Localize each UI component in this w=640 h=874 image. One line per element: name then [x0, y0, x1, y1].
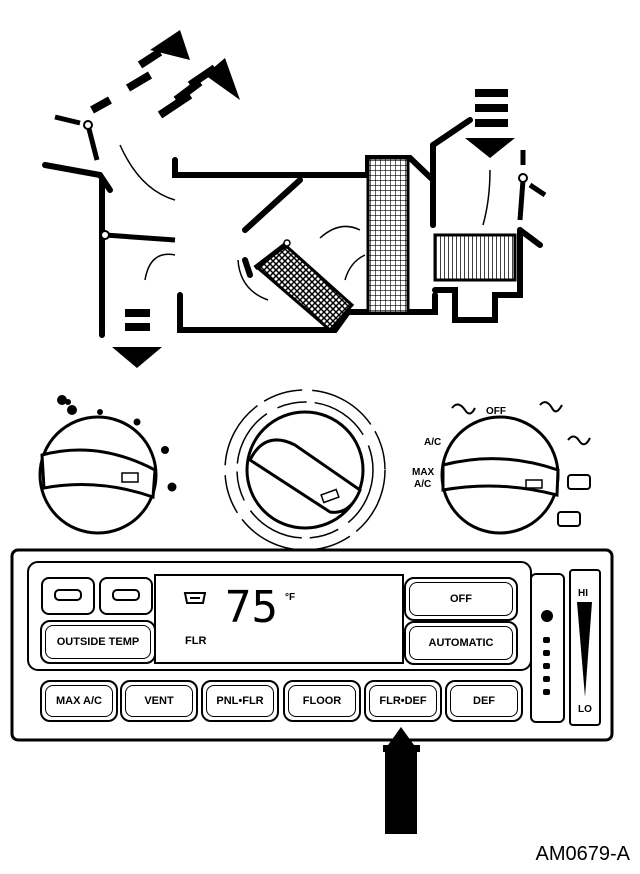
evaporator-core	[366, 156, 410, 315]
fan-speed-knob[interactable]	[38, 415, 158, 535]
mode-label-max-ac-line2: A/C	[414, 479, 431, 490]
temp-slider-wedge	[577, 602, 592, 697]
display-temperature: 75	[225, 582, 278, 633]
max-ac-button[interactable]: MAX A/C	[40, 680, 118, 722]
panel-floor-button-label: PNL•FLR	[216, 695, 264, 707]
vent-button-label: VENT	[144, 695, 174, 707]
duct-outline	[42, 117, 543, 338]
display-mode: FLR	[185, 635, 206, 647]
mode-label-off: OFF	[486, 406, 506, 417]
floor-defrost-button-label: FLR•DEF	[379, 695, 427, 707]
windshield-defrost-icon	[183, 592, 207, 604]
floor-defrost-button[interactable]: FLR•DEF	[364, 680, 442, 722]
defrost-button-label: DEF	[473, 695, 495, 707]
mode-knob[interactable]	[440, 415, 560, 535]
floor-button[interactable]: FLOOR	[283, 680, 361, 722]
airflow-arrow-intake	[475, 89, 508, 127]
figure-id: AM0679-A	[535, 843, 631, 865]
outside-temp-button-label: OUTSIDE TEMP	[56, 636, 140, 648]
automatic-button[interactable]: AUTOMATIC	[404, 621, 518, 665]
off-button-label: OFF	[450, 593, 472, 605]
floor-arrowhead	[112, 347, 162, 368]
intake-arrowhead	[465, 138, 515, 158]
mode-doors	[54, 114, 547, 243]
slider-label-hi: HI	[578, 588, 588, 599]
mode-icons	[451, 401, 591, 527]
floor-button-label: FLOOR	[302, 695, 342, 707]
upper-arrowhead-2	[205, 58, 240, 100]
slider-label-lo: LO	[578, 704, 592, 715]
fan-speed-dot-3	[161, 446, 169, 454]
mode-label-max-ac: MAX	[412, 467, 435, 478]
airflow-arrow-upper	[90, 48, 218, 119]
panel-floor-button[interactable]: PNL•FLR	[201, 680, 279, 722]
fan-speed-dot-4	[167, 482, 177, 492]
fan-icon	[57, 395, 77, 415]
fan-slider-dots	[541, 610, 553, 695]
upper-arrowhead-1	[150, 30, 190, 60]
thin-flow-arrows	[119, 144, 491, 301]
fan-speed-dot-1	[97, 409, 103, 415]
blower-wheel	[433, 233, 517, 282]
max-ac-button-label: MAX A/C	[55, 695, 103, 707]
vent-button[interactable]: VENT	[120, 680, 198, 722]
automatic-button-label: AUTOMATIC	[428, 637, 494, 649]
fan-speed-dot-2	[133, 418, 141, 426]
outside-temp-button[interactable]: OUTSIDE TEMP	[40, 620, 156, 664]
temperature-knob[interactable]	[224, 389, 386, 551]
off-button[interactable]: OFF	[404, 577, 518, 621]
defrost-button[interactable]: DEF	[445, 680, 523, 722]
mode-label-ac: A/C	[424, 437, 441, 448]
airflow-arrow-floor	[125, 309, 150, 331]
display-unit: °F	[285, 592, 295, 603]
fan-slider-frame	[530, 573, 565, 723]
display-screen	[154, 574, 404, 664]
blend-door	[253, 243, 287, 270]
